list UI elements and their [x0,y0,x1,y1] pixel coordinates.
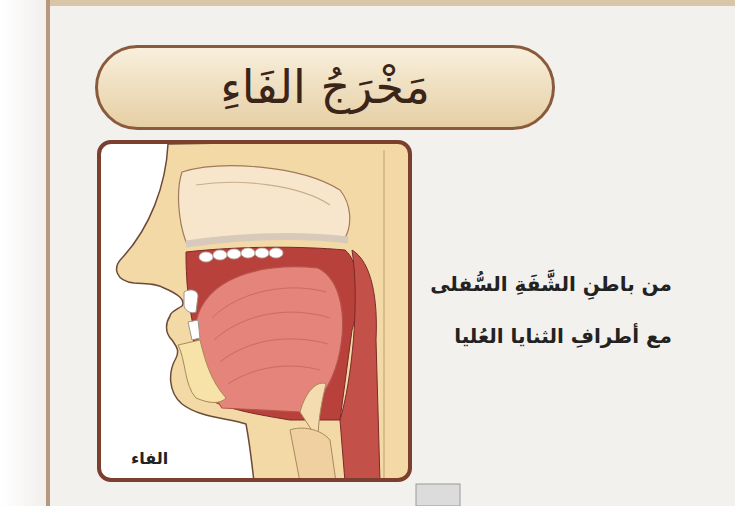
head-outline [117,142,410,480]
upper-teeth-row [199,248,283,262]
title-banner: مَخْرَجُ الفَاءِ [95,45,555,130]
node-label: الفاء [131,449,168,470]
title-text: مَخْرَجُ الفَاءِ [220,51,430,125]
head-section [117,142,410,480]
lower-incisor [188,320,200,340]
tongue-lines [212,288,330,384]
illustration-panel: الفاء [97,140,412,482]
spine-line [383,150,384,480]
nav-button [416,484,460,506]
slide-ground [48,0,735,506]
larynx [290,428,336,480]
pharynx [340,250,380,480]
hard-palate [186,237,348,244]
left-border [46,0,50,506]
description-text: من باطنِ الشَّفَةِ السُّفلى مع أطرافِ ال… [415,258,672,362]
nasal-concha [196,182,330,205]
page-margin [0,0,48,506]
upper-incisor [184,290,198,313]
nasal-cavity [179,166,350,242]
jaw-bone [178,340,226,403]
top-band [48,0,735,6]
